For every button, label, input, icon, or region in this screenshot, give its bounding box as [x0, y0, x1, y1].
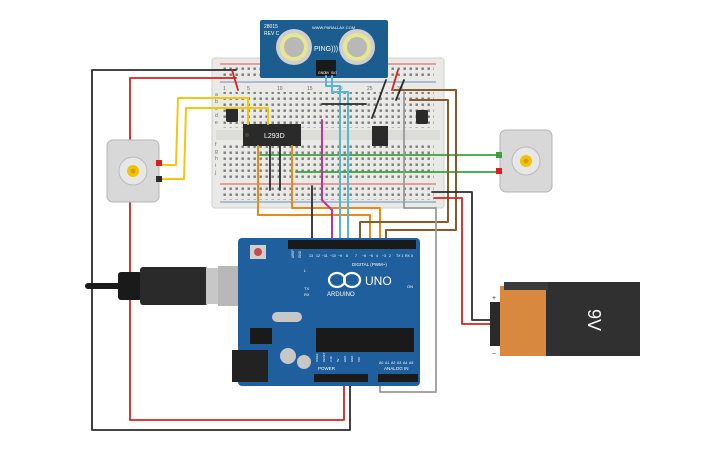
- sensor-pin-gnd: GND: [318, 71, 326, 75]
- battery-minus: −: [492, 351, 496, 358]
- right-transistor[interactable]: [416, 110, 428, 124]
- col-number: 5: [247, 86, 250, 92]
- pin-label: A4: [403, 361, 407, 365]
- pin-label: A1: [385, 361, 389, 365]
- ultrasonic-sensor[interactable]: PING))) 28015 REV C WWW.PARALLAX.COM GND…: [260, 20, 388, 78]
- pin-label: 7: [355, 254, 357, 258]
- pin-label: ~11: [322, 254, 328, 258]
- row-letter: d: [215, 113, 218, 119]
- sensor-top-label: 28015: [264, 24, 278, 30]
- wire-red-short-2: [391, 69, 399, 91]
- arduino-model: UNO: [365, 274, 392, 288]
- pin-label: IOREF: [315, 353, 319, 362]
- pin-label: 3.3V: [329, 356, 333, 362]
- pin-label: A3: [397, 361, 401, 365]
- arduino-tx-label: TX: [304, 286, 309, 291]
- pin-label: ~5: [369, 254, 373, 258]
- row-letter: h: [215, 156, 218, 162]
- row-letter: g: [215, 149, 218, 155]
- sensor-pin-sig: SIG: [331, 71, 337, 75]
- pin-label: GND: [343, 356, 347, 362]
- left-transistor[interactable]: [226, 108, 238, 122]
- pin-label: RX 0: [405, 254, 413, 258]
- col-number: 10: [277, 86, 283, 92]
- pin-label: A5: [409, 361, 413, 365]
- digital-pin-labels: 13 12 ~11 ~10 ~9 8 7 ~6 ~5 4 ~3 2 TX 1 R…: [309, 254, 413, 258]
- wire-black-short-4: [371, 79, 387, 119]
- col-number: 15: [307, 86, 313, 92]
- wire-red-battery: [433, 197, 491, 325]
- arduino-rx-label: RX: [304, 292, 310, 297]
- dc-motor-left-icon[interactable]: [106, 139, 162, 203]
- pin-label: VIN: [357, 357, 361, 362]
- row-letter: i: [215, 163, 216, 169]
- pin-label: 5V: [336, 358, 340, 362]
- arduino-brand: ARDUINO: [327, 292, 355, 298]
- analog-pin-labels: A0 A1 A2 A3 A4 A5: [379, 361, 413, 365]
- battery-plus: +: [492, 295, 496, 302]
- wire-magenta: [321, 119, 333, 246]
- l293d-chip[interactable]: L293D: [243, 124, 301, 146]
- row-letter: f: [215, 142, 217, 148]
- wire-yellow-2: [159, 107, 269, 180]
- arduino-analog-label: ANALOG IN: [384, 366, 409, 371]
- row-letter: j: [214, 170, 216, 176]
- battery-label: 9V: [584, 309, 604, 331]
- wire-black-battery: [431, 191, 491, 321]
- col-number: 25: [367, 86, 373, 92]
- pin-label: GND: [350, 356, 354, 362]
- arduino-gnd-label: GND: [298, 250, 302, 258]
- pin-label: 13: [309, 254, 313, 258]
- pin-label: 4: [376, 254, 378, 258]
- power-pin-labels: IOREF RESET 3.3V 5V GND GND VIN: [315, 352, 361, 362]
- wire-red-5v-loop: [129, 77, 345, 421]
- sensor-pin-5v: 5V: [325, 71, 330, 75]
- pin-label: ~9: [338, 254, 342, 258]
- arduino-power-label: POWER: [318, 366, 336, 371]
- row-letter: a: [215, 92, 218, 98]
- row-letter: e: [215, 120, 218, 126]
- wire-yellow-1: [159, 97, 249, 166]
- wire-orange-2: [291, 145, 381, 246]
- arduino-aref-label: AREF: [291, 249, 295, 258]
- wire-brown-2: [359, 99, 449, 246]
- pin-label: A2: [391, 361, 395, 365]
- battery-9v[interactable]: 9V + −: [490, 282, 640, 358]
- wire-red-short-1: [231, 69, 239, 91]
- sensor-url-label: WWW.PARALLAX.COM: [312, 25, 355, 30]
- pin-label: 12: [316, 254, 320, 258]
- pin-label: 8: [346, 254, 348, 258]
- pin-label: RESET: [322, 352, 326, 362]
- row-letter: b: [215, 99, 218, 105]
- arduino-digital-label: DIGITAL (PWM~): [352, 262, 387, 267]
- dc-motor-right-icon[interactable]: [496, 129, 553, 193]
- arduino-uno-board[interactable]: UNO ARDUINO DIGITAL (PWM~) ANALOG IN POW…: [232, 238, 420, 386]
- wire-brown-1: [385, 89, 457, 246]
- pin-label: 2: [389, 254, 391, 258]
- wire-black-gnd-loop: [91, 69, 351, 431]
- wires: [91, 69, 501, 431]
- sensor-model-label: PING))): [314, 46, 338, 53]
- wire-blue-2: [331, 75, 349, 246]
- wire-gray: [379, 91, 437, 393]
- pin-label: TX 1: [396, 254, 403, 258]
- wire-orange-1: [257, 145, 371, 246]
- pin-label: ~3: [382, 254, 386, 258]
- l293d-label: L293D: [264, 133, 285, 140]
- usb-plug-icon[interactable]: [85, 266, 262, 306]
- wire-black-short-5: [395, 79, 405, 101]
- infinity-logo-icon: [327, 271, 362, 289]
- arduino-l-label: L: [304, 268, 307, 273]
- sensor-rev-label: REV C: [264, 31, 280, 37]
- pin-label: ~6: [362, 254, 366, 258]
- pin-label: ~10: [330, 254, 336, 258]
- arduino-on-label: ON: [407, 284, 413, 289]
- col-number: 1: [223, 86, 226, 92]
- small-ic[interactable]: [372, 126, 388, 146]
- pin-label: A0: [379, 361, 383, 365]
